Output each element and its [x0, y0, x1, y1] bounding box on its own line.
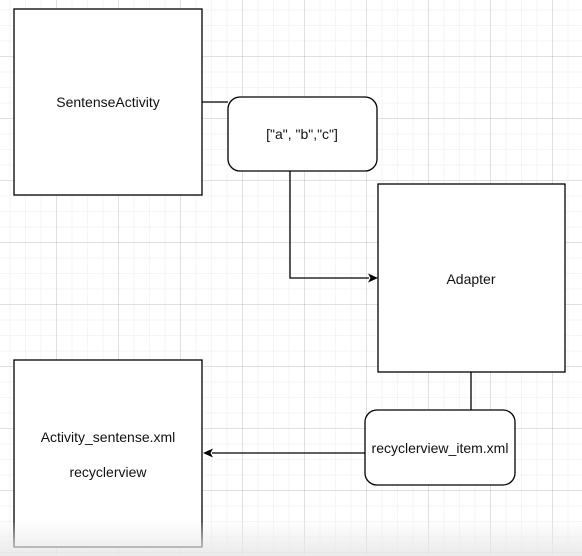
node-data-list[interactable]: ["a", "b","c"] [227, 96, 378, 172]
node-sentense-activity[interactable]: SentenseActivity [13, 8, 203, 196]
node-adapter-box [377, 183, 566, 373]
arrowhead-activity-xml [203, 448, 213, 458]
connector-list-to-adapter [289, 171, 369, 279]
node-activity-xml-label: Activity_sentense.xml [41, 429, 176, 445]
node-sentense-activity-box [13, 8, 203, 196]
node-item-xml-label: recyclerview_item.xml [372, 440, 509, 456]
node-activity-xml-sublabel: recyclerview [69, 464, 147, 480]
arrowhead-adapter [368, 273, 378, 283]
node-item-xml-box [364, 409, 516, 486]
node-activity-xml[interactable]: Activity_sentense.xml recyclerview [13, 359, 203, 548]
node-adapter-label: Adapter [446, 271, 495, 287]
node-data-list-label: ["a", "b","c"] [266, 126, 338, 142]
node-data-list-box [227, 96, 378, 172]
node-item-xml[interactable]: recyclerview_item.xml [364, 409, 516, 486]
node-sentense-activity-label: SentenseActivity [56, 94, 160, 110]
node-activity-xml-box [13, 359, 203, 548]
node-adapter[interactable]: Adapter [377, 183, 566, 373]
